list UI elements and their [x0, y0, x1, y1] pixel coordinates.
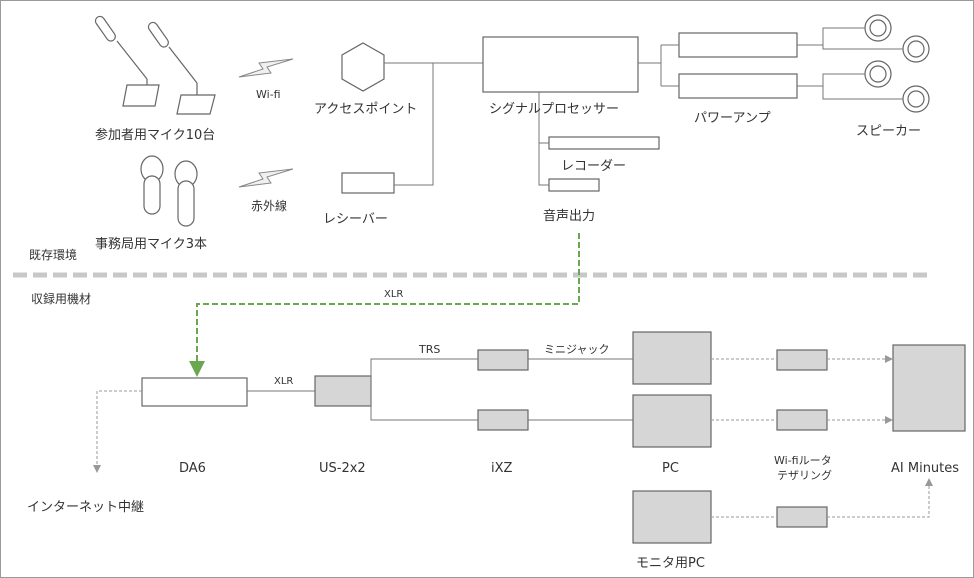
- office-mics-icon: [140, 155, 198, 227]
- ixz-label: iXZ: [491, 461, 513, 476]
- ixz-box-2: [477, 409, 529, 431]
- power-amp-box-1: [678, 32, 798, 58]
- us2x2-box: [314, 375, 372, 407]
- receiver-label: レシーバー: [323, 212, 388, 227]
- wifi-label: Wi-fi: [256, 88, 281, 101]
- existing-connectors: [384, 27, 903, 186]
- wifi-router-label-2: テザリング: [777, 468, 832, 482]
- audio-out-label: 音声出力: [543, 208, 595, 224]
- wifi-wave-icon: [238, 58, 294, 78]
- pc-box-1: [632, 331, 712, 385]
- mini-jack-label: ミニジャック: [544, 343, 609, 356]
- da6-label: DA6: [179, 461, 206, 476]
- network-connectors: [93, 355, 933, 518]
- ixz-box-1: [477, 349, 529, 371]
- da6-box: [141, 377, 248, 407]
- speaker-label: スピーカー: [856, 124, 921, 139]
- existing-section-label: 既存環境: [29, 247, 77, 262]
- power-amp-box-2: [678, 73, 798, 99]
- receiver-box: [341, 172, 395, 194]
- infrared-wave-icon: [238, 168, 294, 188]
- pc-label: PC: [662, 461, 679, 476]
- audio-out-box: [548, 178, 600, 192]
- recorder-box: [548, 136, 660, 150]
- recorder-label: レコーダー: [561, 159, 626, 174]
- speaker-icon: [864, 14, 930, 113]
- trs-label: TRS: [418, 343, 440, 356]
- recording-connectors: [247, 358, 633, 421]
- signal-processor-label: シグナルプロセッサー: [489, 102, 619, 117]
- us2x2-label: US-2x2: [319, 461, 366, 476]
- participant-mics-label: 参加者用マイク10台: [95, 127, 215, 143]
- xlr-mid-label: XLR: [274, 376, 293, 387]
- access-point-icon: [341, 42, 385, 92]
- wifi-router-box-3: [776, 506, 828, 528]
- ai-minutes-box: [892, 344, 966, 432]
- power-amp-label: パワーアンプ: [694, 111, 771, 126]
- monitor-pc-label: モニタ用PC: [636, 556, 705, 571]
- ai-minutes-label: AI Minutes: [891, 461, 959, 476]
- wifi-router-box-2: [776, 409, 828, 431]
- recording-section-label: 収録用機材: [31, 291, 91, 306]
- wifi-router-label-1: Wi-fiルータ: [774, 454, 832, 467]
- participant-mics-icon: [94, 15, 216, 115]
- office-mics-label: 事務局用マイク3本: [95, 237, 207, 252]
- pc-box-2: [632, 394, 712, 448]
- xlr-green-line: [189, 233, 580, 377]
- wifi-router-box-1: [776, 349, 828, 371]
- monitor-pc-box: [632, 490, 712, 544]
- access-point-label: アクセスポイント: [314, 102, 417, 117]
- internet-relay-label: インターネット中継: [27, 500, 144, 515]
- infrared-label: 赤外線: [251, 198, 287, 213]
- xlr-top-label: XLR: [384, 289, 403, 300]
- signal-processor-box: [482, 36, 639, 93]
